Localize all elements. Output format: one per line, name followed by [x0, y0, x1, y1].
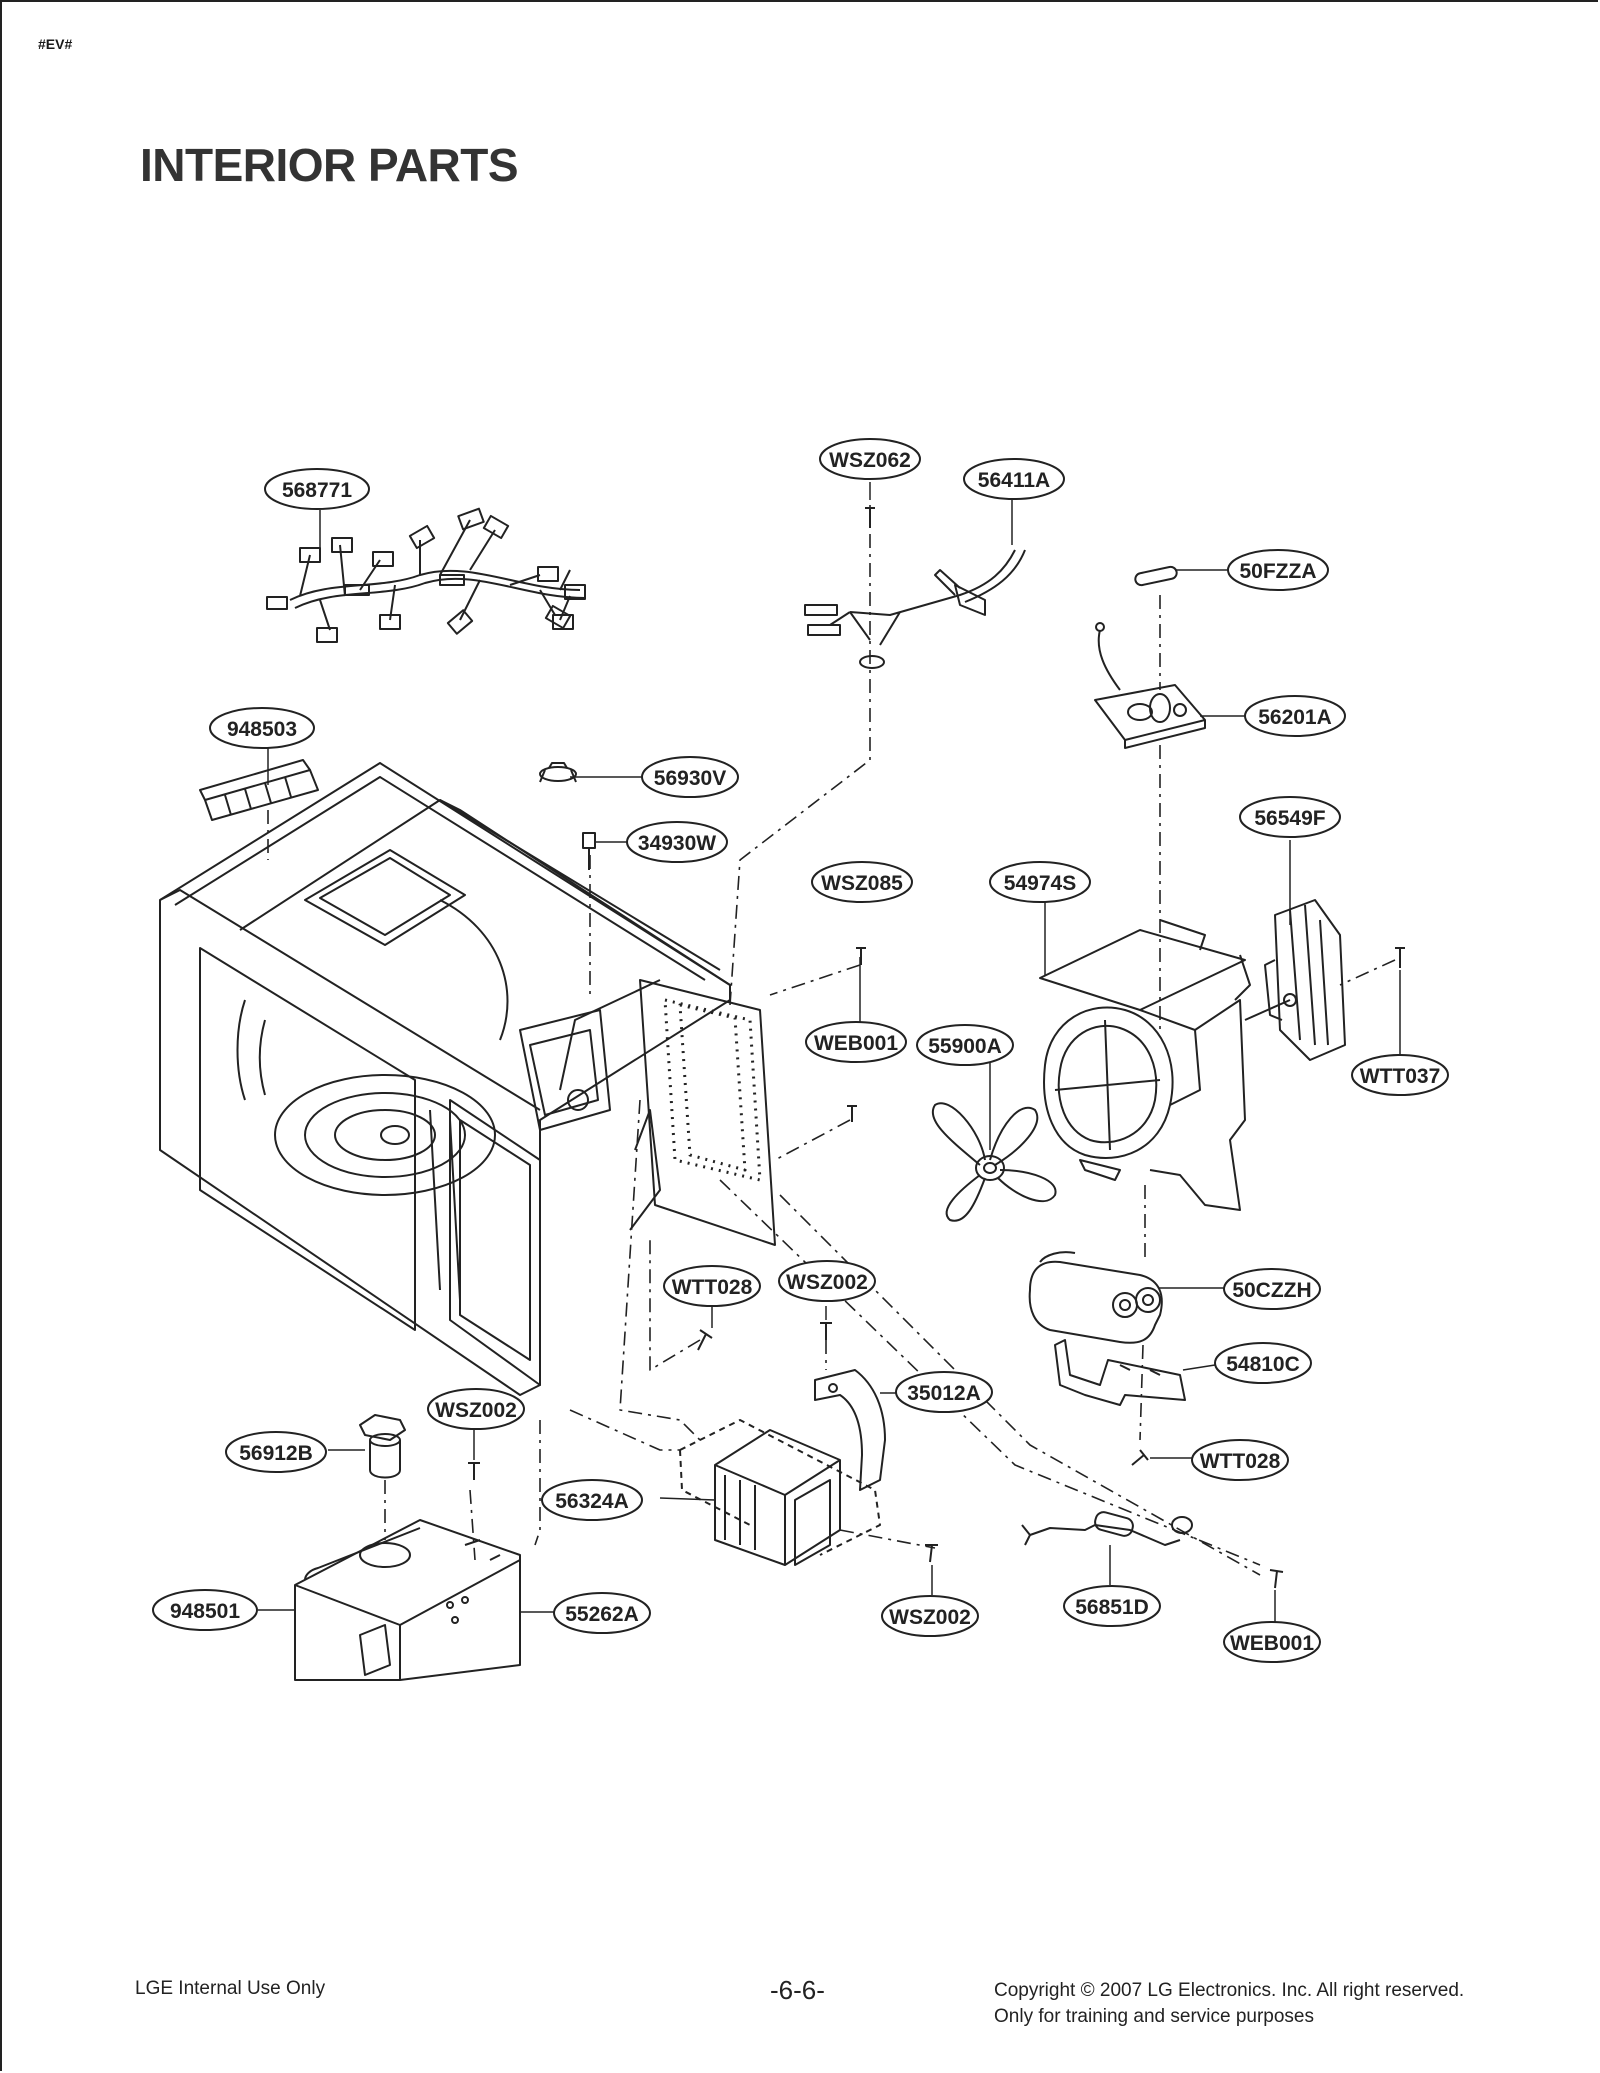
svg-text:56324A: 56324A: [555, 1490, 629, 1513]
callout-50fzza: 50FZZA: [1227, 549, 1329, 591]
capacitor-bracket-drawing: [1054, 1339, 1186, 1406]
magnetron-drawing: [679, 1419, 881, 1566]
svg-text:54974S: 54974S: [1004, 872, 1076, 895]
callout-web001-upper: WEB001: [805, 1021, 907, 1063]
fan-duct-drawing: [1039, 919, 1251, 1211]
callout-56930v: 56930V: [641, 756, 739, 798]
callout-wsz062: WSZ062: [819, 438, 921, 480]
callout-56851d: 56851D: [1063, 1585, 1161, 1627]
callout-50czzh: 50CZZH: [1223, 1268, 1321, 1310]
callout-wtt028-left: WTT028: [663, 1265, 761, 1307]
fuse-drawing: [1134, 565, 1178, 587]
copyright-line-2: Only for training and service purposes: [994, 2006, 1314, 2027]
turntable-motor-drawing: [359, 1414, 406, 1479]
callout-54974s: 54974S: [989, 861, 1091, 903]
svg-text:50CZZH: 50CZZH: [1232, 1279, 1311, 1302]
callout-55262a: 55262A: [553, 1592, 651, 1634]
oven-cavity-drawing: [159, 762, 776, 1396]
footer-copyright: Copyright © 2007 LG Electronics. Inc. Al…: [994, 1978, 1464, 2030]
leader-lines: [258, 482, 1401, 1625]
wire-harness-drawing: [266, 507, 586, 643]
fan-motor-drawing: [1244, 899, 1346, 1061]
thermostat-drawing: [539, 762, 596, 870]
power-cord-drawing: [804, 549, 1026, 669]
copyright-line-1: Copyright © 2007 LG Electronics. Inc. Al…: [994, 1980, 1465, 2001]
hv-capacitor-drawing: [1028, 1251, 1163, 1344]
callout-56549f: 56549F: [1239, 796, 1341, 838]
svg-text:54810C: 54810C: [1226, 1353, 1300, 1376]
svg-text:55900A: 55900A: [928, 1035, 1002, 1058]
page-number: -6-6-: [770, 1975, 825, 2005]
svg-text:50FZZA: 50FZZA: [1239, 560, 1316, 583]
svg-text:WTT028: WTT028: [672, 1276, 753, 1299]
svg-text:34930W: 34930W: [638, 832, 716, 855]
callout-wtt037: WTT037: [1351, 1054, 1449, 1096]
svg-text:35012A: 35012A: [907, 1382, 981, 1405]
filter-block-drawing: [199, 759, 319, 821]
svg-text:WSZ062: WSZ062: [829, 449, 911, 472]
svg-text:56201A: 56201A: [1258, 706, 1332, 729]
svg-text:WSZ002: WSZ002: [889, 1606, 971, 1629]
callout-wsz002-center: WSZ002: [778, 1260, 876, 1302]
callout-wsz085: WSZ085: [811, 861, 913, 903]
page-tag: #EV#: [38, 36, 73, 52]
svg-text:WEB001: WEB001: [1230, 1632, 1314, 1655]
svg-text:WEB001: WEB001: [814, 1032, 898, 1055]
svg-text:56851D: 56851D: [1075, 1596, 1149, 1619]
svg-text:568771: 568771: [282, 479, 352, 502]
callout-wsz002-left: WSZ002: [427, 1388, 525, 1430]
callout-55900a: 55900A: [916, 1024, 1014, 1066]
callout-56324a: 56324A: [541, 1479, 643, 1521]
footer-internal-use: LGE Internal Use Only: [135, 1978, 326, 1999]
callout-948503: 948503: [209, 707, 315, 749]
callout-wsz002-bottom: WSZ002: [881, 1595, 979, 1637]
svg-text:WSZ002: WSZ002: [786, 1271, 868, 1294]
svg-text:948503: 948503: [227, 718, 297, 741]
page-title: INTERIOR PARTS: [140, 139, 519, 191]
svg-text:WTT028: WTT028: [1200, 1450, 1281, 1473]
callout-56912b: 56912B: [225, 1431, 327, 1473]
svg-text:56549F: 56549F: [1254, 807, 1325, 830]
callout-wtt028-right: WTT028: [1191, 1439, 1289, 1481]
svg-text:56912B: 56912B: [239, 1442, 313, 1465]
svg-text:55262A: 55262A: [565, 1603, 639, 1626]
svg-text:WSZ002: WSZ002: [435, 1399, 517, 1422]
callout-54810c: 54810C: [1214, 1342, 1312, 1384]
svg-text:WSZ085: WSZ085: [821, 872, 903, 895]
part-callouts: 568771 WSZ062 56411A 50FZZA 56201A 94850…: [152, 438, 1449, 1663]
noise-filter-pcb-drawing: [1094, 622, 1206, 749]
callout-35012a: 35012A: [895, 1371, 993, 1413]
callout-34930w: 34930W: [626, 821, 728, 863]
svg-text:56411A: 56411A: [978, 469, 1050, 492]
callout-948501: 948501: [152, 1589, 258, 1631]
svg-text:948501: 948501: [170, 1600, 240, 1623]
fan-blade-drawing: [931, 1102, 1057, 1222]
callout-56201a: 56201A: [1244, 695, 1346, 737]
callout-web001-lower: WEB001: [1223, 1621, 1321, 1663]
callout-568771: 568771: [264, 468, 370, 510]
svg-text:56930V: 56930V: [654, 767, 726, 790]
base-plate-drawing: [294, 1519, 521, 1681]
svg-text:WTT037: WTT037: [1360, 1065, 1441, 1088]
callout-56411a: 56411A: [963, 458, 1065, 500]
hv-diode-drawing: [1021, 1511, 1193, 1546]
magnetron-bracket-drawing: [814, 1369, 886, 1491]
